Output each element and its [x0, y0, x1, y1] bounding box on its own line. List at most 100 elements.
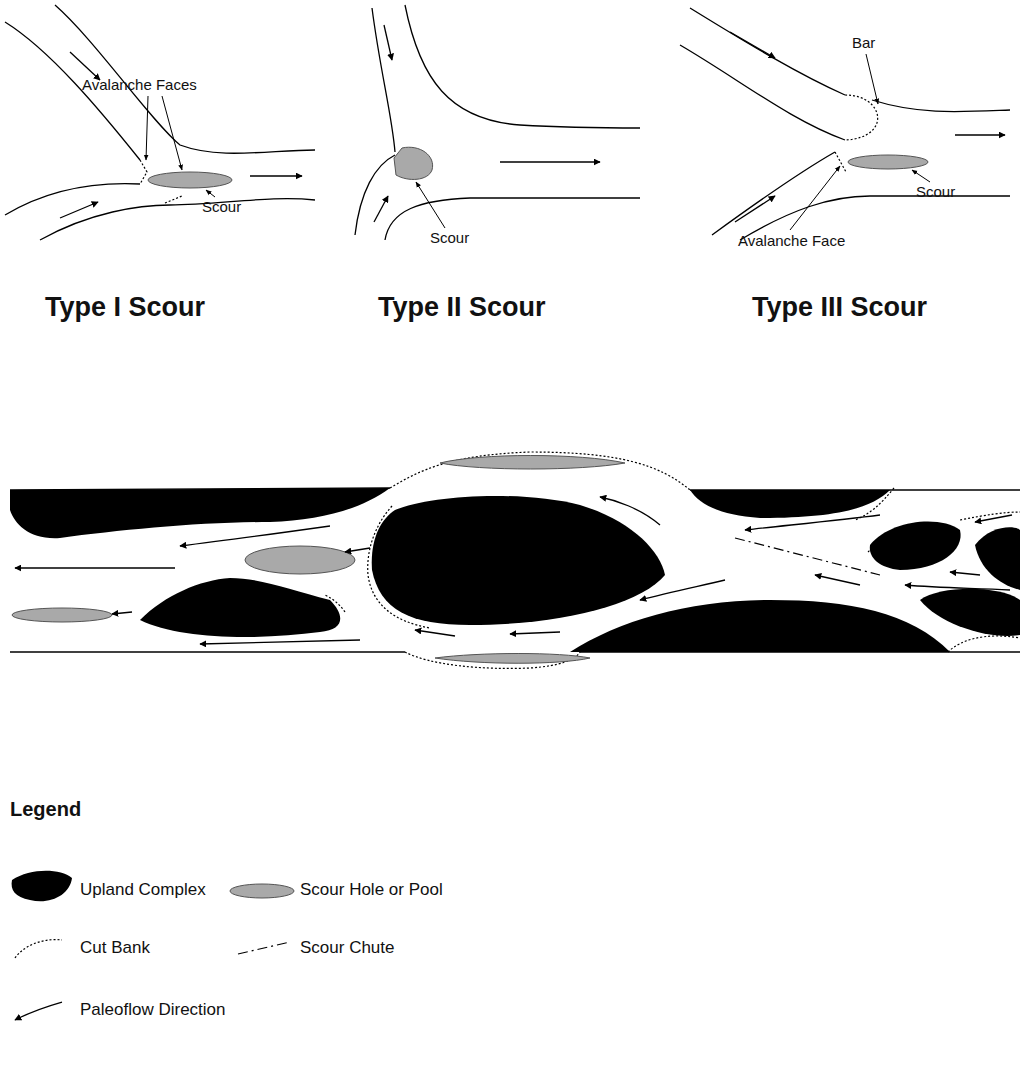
leader-arrow: [866, 54, 878, 104]
legend-text: Scour Chute: [300, 938, 395, 958]
flow-arrow: [955, 134, 1005, 135]
legend-heading: Legend: [10, 798, 81, 821]
upland-complex: [975, 527, 1020, 590]
flow-arrow: [70, 52, 100, 80]
callout-label: Scour: [430, 229, 469, 246]
legend-text: Paleoflow Direction: [80, 1000, 226, 1020]
flow-arrow: [15, 497, 1012, 644]
flow-arrow: [374, 196, 388, 222]
flow-arrow: [640, 580, 725, 600]
legend-text: Scour Hole or Pool: [300, 880, 443, 900]
cut-bank: [948, 636, 1020, 652]
cut-bank: [325, 595, 345, 612]
channel-bank: [690, 8, 845, 95]
flow-arrow: [200, 640, 360, 644]
scour-hole: [12, 608, 112, 622]
upland-complex: [570, 600, 950, 652]
flow-arrow: [730, 32, 775, 58]
leader-arrow: [162, 96, 182, 170]
channel-bank: [5, 5, 315, 240]
channel-bank: [372, 8, 395, 152]
avalanche-face: [165, 196, 182, 203]
scour-hole: [12, 456, 625, 664]
legend-paleoflow-sample: [15, 1002, 62, 1020]
leader-arrow: [912, 170, 930, 182]
flow-arrow: [345, 548, 370, 552]
flow-arrow: [730, 32, 1005, 222]
flow-arrow: [112, 612, 132, 614]
channel-bank: [355, 5, 640, 240]
avalanche-face: [140, 160, 147, 184]
channel-bank: [680, 45, 845, 140]
flow-arrow: [374, 25, 600, 222]
upland-complex: [10, 488, 390, 538]
cut-bank: [390, 452, 690, 490]
legend-upland-sample: [12, 871, 72, 902]
callout-label: Bar: [852, 34, 875, 51]
leader-arrow: [416, 182, 445, 228]
panel-title: Type II Scour: [378, 292, 546, 323]
flow-arrow: [384, 25, 392, 60]
panel-title: Type III Scour: [752, 292, 927, 323]
flow-arrow: [600, 497, 660, 525]
legend-text: Upland Complex: [80, 880, 206, 900]
scour-chute: [735, 538, 880, 575]
channel-bank: [405, 5, 640, 128]
legend-scour-sample: [230, 884, 294, 898]
flow-arrow: [510, 632, 560, 634]
flow-arrow: [60, 52, 302, 218]
cut-bank: [845, 95, 878, 140]
flow-arrow: [975, 515, 1012, 522]
leader-arrow: [146, 96, 148, 160]
callout-label: Scour: [202, 198, 241, 215]
upland-complex: [690, 490, 890, 518]
legend-text: Cut Bank: [80, 938, 150, 958]
callout-label: Avalanche Faces: [82, 76, 197, 93]
callout-label: Scour: [916, 183, 955, 200]
leader-arrow: [790, 54, 930, 230]
flow-arrow: [180, 526, 330, 546]
flow-arrow: [815, 575, 860, 585]
upland-complex: [870, 522, 961, 570]
flow-arrow: [735, 196, 775, 222]
flow-arrow: [60, 202, 98, 218]
channel-bank: [55, 5, 315, 153]
channel-bank: [680, 8, 1010, 240]
flow-arrow: [905, 585, 1010, 590]
channel-bank: [355, 155, 395, 235]
callout-label: Avalanche Face: [738, 232, 845, 249]
leader-arrow: [416, 182, 445, 228]
scour-hole: [148, 172, 232, 188]
scour-hole: [394, 147, 433, 179]
leader-arrow: [146, 96, 215, 197]
channel-bank: [712, 152, 835, 235]
scour-hole: [440, 456, 625, 470]
scour-hole: [435, 654, 590, 664]
scour-hole: [245, 546, 355, 574]
flow-arrow: [15, 567, 175, 568]
cut-bank: [325, 452, 1020, 668]
upland-complex: [140, 578, 340, 637]
flow-arrow: [415, 630, 455, 636]
channel-bank: [40, 199, 315, 240]
channel-bank: [385, 198, 640, 240]
leader-arrow: [206, 190, 215, 197]
upland-complex: [372, 496, 665, 625]
channel-bank: [10, 651, 405, 652]
upland-complex: [920, 589, 1020, 636]
flow-arrow: [745, 515, 880, 530]
channel-bank: [10, 488, 1020, 652]
legend-scour-chute-sample: [238, 942, 290, 954]
cut-bank: [368, 506, 430, 628]
channel-bank: [872, 100, 1010, 112]
cut-bank: [835, 152, 846, 172]
cut-bank: [868, 528, 930, 552]
panel-title: Type I Scour: [45, 292, 205, 323]
flow-arrow: [500, 161, 600, 162]
scour-hole: [848, 155, 928, 169]
flow-arrow: [250, 175, 302, 176]
flow-arrow: [950, 572, 980, 575]
legend-cut-bank-sample: [15, 940, 62, 958]
